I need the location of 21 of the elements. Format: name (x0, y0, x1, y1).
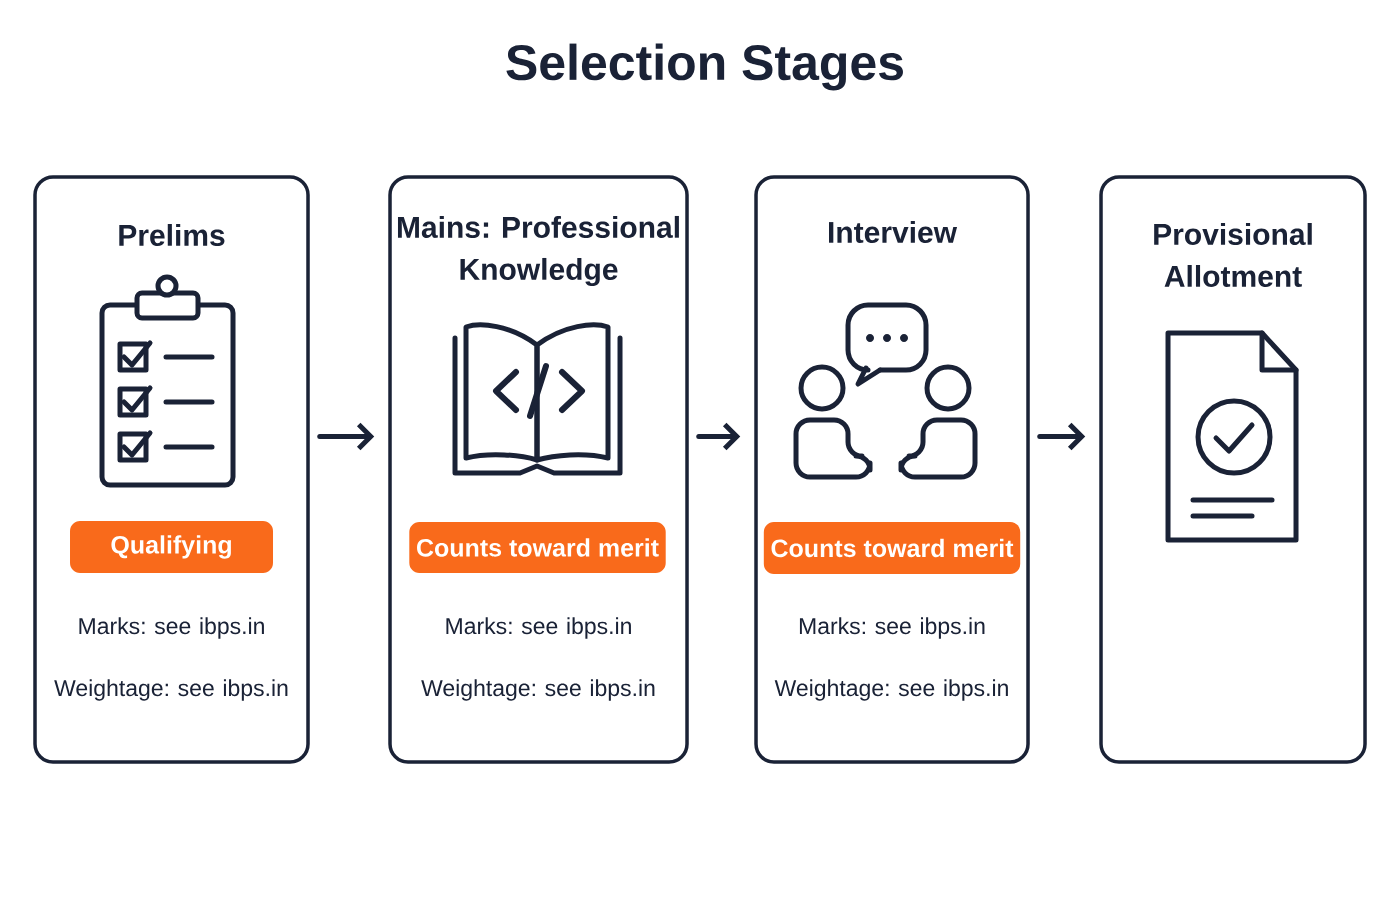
weightage-text: Weightage: see ibps.in (421, 679, 655, 701)
stage-title: Provisional Allotment (1154, 223, 1312, 287)
stage-card (1099, 175, 1367, 764)
status-badge: Counts toward merit (409, 522, 666, 573)
weightage-text: Weightage: see ibps.in (774, 679, 1008, 701)
weightage-text: Weightage: see ibps.in (54, 679, 288, 701)
diagram-title: Selection Stages (506, 43, 903, 91)
arrow (696, 422, 741, 451)
status-badge: Qualifying (70, 521, 273, 573)
marks-text: Marks: see ibps.in (799, 617, 985, 639)
status-badge: Counts toward merit (763, 522, 1021, 574)
stage-card (388, 175, 689, 764)
stage-title: Interview (829, 221, 958, 243)
stage-title: Prelims (119, 224, 225, 246)
stage-card (33, 175, 310, 764)
stage-card (754, 175, 1030, 764)
marks-text: Marks: see ibps.in (446, 617, 631, 639)
marks-text: Marks: see ibps.in (79, 617, 264, 639)
arrow (317, 422, 375, 451)
stage-title: Mains: Professional Knowledge (398, 215, 679, 287)
arrow (1037, 422, 1086, 451)
